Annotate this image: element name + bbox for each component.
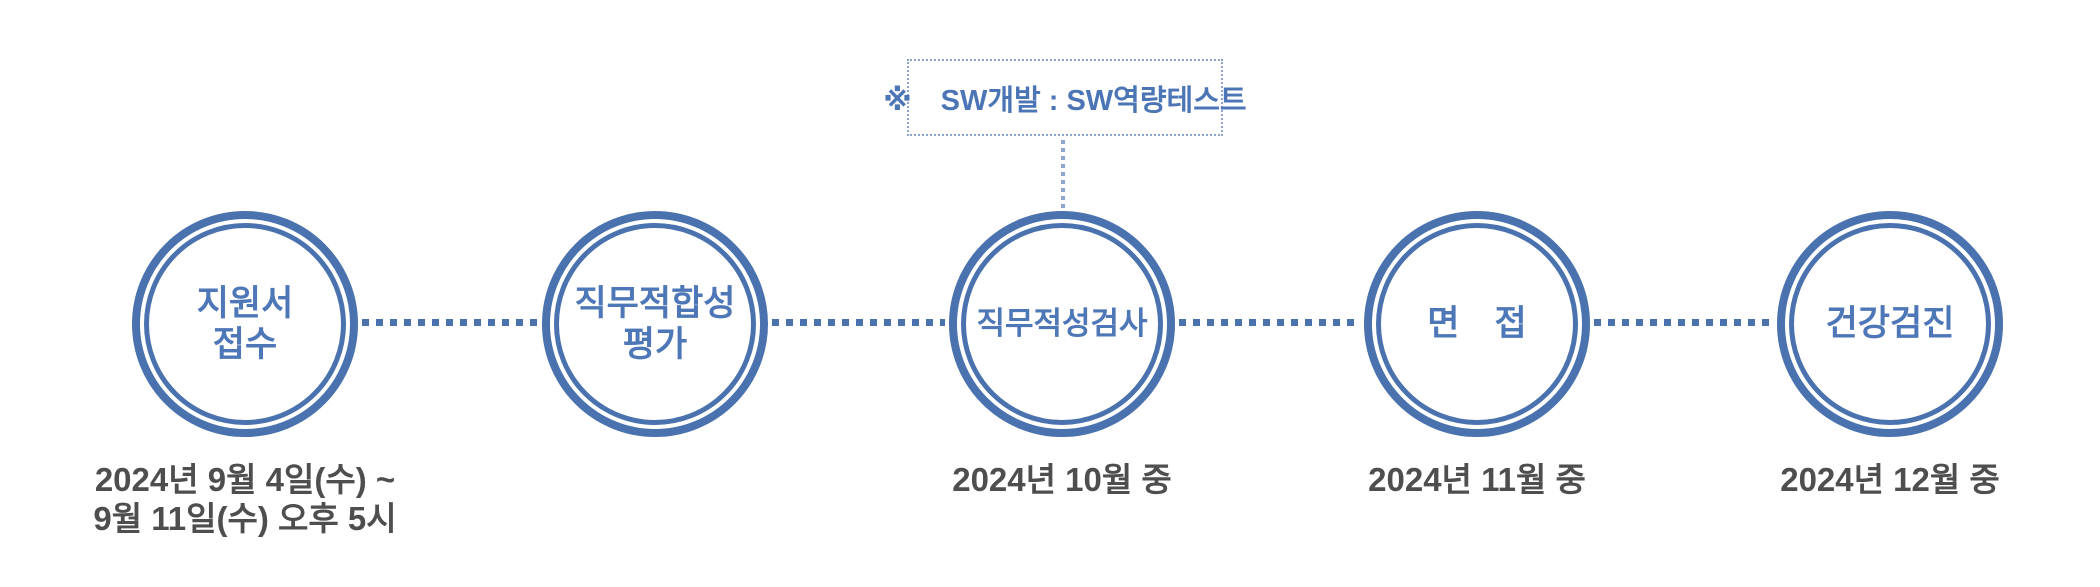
stage-label-job-fit-evaluation: 직무적합성 평가 bbox=[574, 283, 736, 364]
stage-circle-interview: 면 접 bbox=[1364, 211, 1590, 437]
dotted-connector-3 bbox=[1179, 319, 1360, 326]
dotted-connector-2 bbox=[772, 319, 945, 326]
stage-label-interview: 면 접 bbox=[1427, 304, 1527, 344]
stage-date-application: 2024년 9월 4일(수) ~ 9월 11일(수) 오후 5시 bbox=[93, 461, 397, 537]
dotted-connector-4 bbox=[1594, 319, 1773, 326]
stage-date-interview: 2024년 11월 중 bbox=[1368, 461, 1586, 498]
stage-circle-aptitude-test: 직무적성검사 bbox=[949, 211, 1175, 437]
stage-date-health-check: 2024년 12월 중 bbox=[1780, 461, 2000, 498]
stage-label-aptitude-test: 직무적성검사 bbox=[976, 305, 1148, 341]
dotted-connector-1 bbox=[362, 319, 538, 326]
stage-label-application: 지원서 접수 bbox=[196, 283, 294, 364]
stage-circle-health-check: 건강검진 bbox=[1777, 211, 2003, 437]
stage-circle-job-fit-evaluation: 직무적합성 평가 bbox=[542, 211, 768, 437]
stage-date-aptitude-test: 2024년 10월 중 bbox=[952, 461, 1172, 498]
note-leader-dotted-line bbox=[1061, 140, 1065, 208]
sw-note-box: ※ SW개발 : SW역량테스트 bbox=[883, 59, 1247, 136]
stage-circle-application: 지원서 접수 bbox=[132, 211, 358, 437]
sw-note-text: ※ SW개발 : SW역량테스트 bbox=[883, 84, 1247, 117]
stage-label-health-check: 건강검진 bbox=[1825, 304, 1955, 344]
